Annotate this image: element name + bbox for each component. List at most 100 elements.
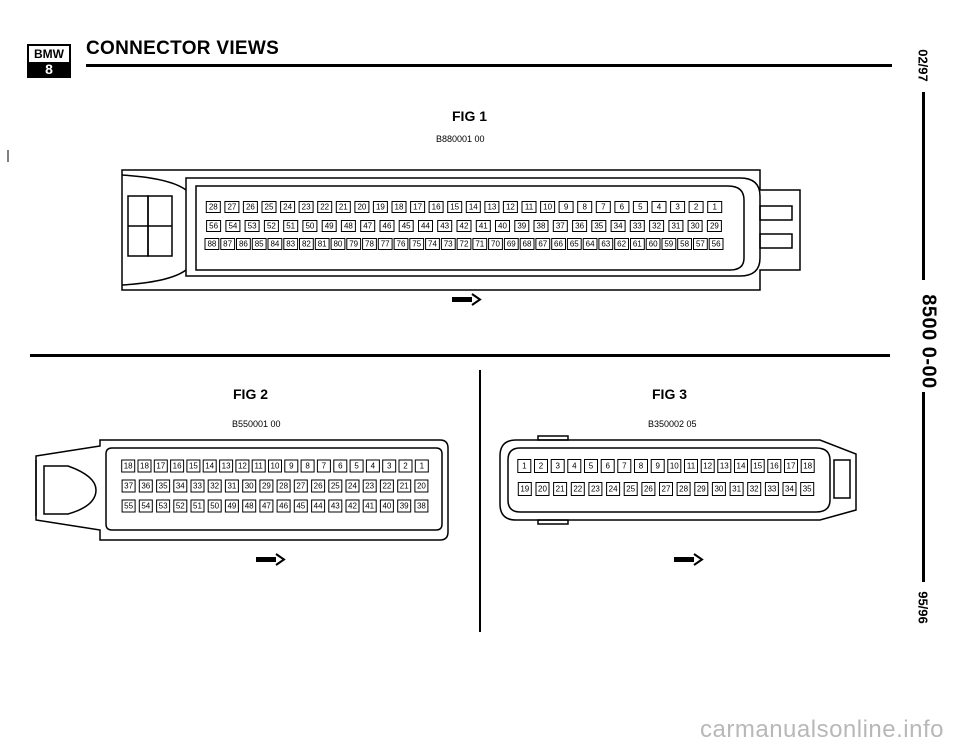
fig1-pin-85: 85 bbox=[251, 238, 267, 250]
pin-number: 14 bbox=[737, 462, 746, 471]
fig1-pin-58: 58 bbox=[677, 238, 693, 250]
fig3-pin-23: 23 bbox=[588, 482, 603, 496]
pin-number: 4 bbox=[657, 203, 662, 212]
fig3-pin-9: 9 bbox=[650, 459, 665, 473]
pin-socket bbox=[472, 238, 488, 250]
pin-number: 30 bbox=[714, 485, 723, 494]
fig1-connector bbox=[121, 169, 801, 291]
fig1-pin-60: 60 bbox=[645, 238, 661, 250]
fig2-pin-13: 13 bbox=[219, 459, 234, 473]
pin-socket bbox=[708, 238, 724, 250]
pin-number: 45 bbox=[402, 222, 411, 231]
pin-socket bbox=[577, 201, 593, 213]
pin-socket bbox=[362, 479, 377, 493]
fig2-pin-32: 32 bbox=[207, 479, 222, 493]
fig2-pin-20: 20 bbox=[414, 479, 429, 493]
pin-number: 15 bbox=[753, 462, 762, 471]
pin-socket bbox=[138, 499, 153, 513]
pin-socket bbox=[782, 482, 797, 496]
pin-socket bbox=[595, 201, 611, 213]
pin-socket bbox=[567, 459, 582, 473]
fig3-pin-15: 15 bbox=[750, 459, 765, 473]
pin-number: 14 bbox=[205, 462, 214, 471]
pin-number: 53 bbox=[159, 502, 168, 511]
fig2-pin-34: 34 bbox=[173, 479, 188, 493]
pin-socket bbox=[428, 201, 444, 213]
pin-socket bbox=[535, 482, 550, 496]
pin-socket bbox=[372, 201, 388, 213]
pin-number: 34 bbox=[614, 222, 623, 231]
pin-socket bbox=[224, 201, 240, 213]
pin-number: 11 bbox=[687, 462, 696, 471]
pin-number: 85 bbox=[255, 240, 264, 249]
fig2-pin-55: 55 bbox=[121, 499, 136, 513]
fig2-pin-28: 28 bbox=[276, 479, 291, 493]
pin-number: 1 bbox=[420, 462, 425, 471]
pin-socket bbox=[300, 459, 315, 473]
pin-number: 34 bbox=[785, 485, 794, 494]
pin-socket bbox=[747, 482, 762, 496]
pin-number: 46 bbox=[383, 222, 392, 231]
fig2-pin-27: 27 bbox=[293, 479, 308, 493]
pin-socket bbox=[224, 499, 239, 513]
pin-socket bbox=[317, 201, 333, 213]
pin-socket bbox=[382, 459, 397, 473]
pin-socket bbox=[550, 459, 565, 473]
pin-number: 18 bbox=[803, 462, 812, 471]
fig1-pin-76: 76 bbox=[393, 238, 409, 250]
fig1-pin-19: 19 bbox=[372, 201, 388, 213]
pin-socket bbox=[517, 482, 532, 496]
pin-number: 57 bbox=[696, 240, 705, 249]
pin-number: 35 bbox=[159, 482, 168, 491]
pin-socket bbox=[365, 459, 380, 473]
fig3-pin-21: 21 bbox=[553, 482, 568, 496]
fig1-pin-53: 53 bbox=[244, 220, 260, 232]
pin-socket bbox=[488, 238, 503, 250]
pin-socket bbox=[623, 482, 638, 496]
pin-socket bbox=[283, 238, 299, 250]
pin-socket bbox=[280, 201, 296, 213]
pin-number: 17 bbox=[156, 462, 165, 471]
pin-socket bbox=[729, 482, 744, 496]
pin-number: 45 bbox=[296, 502, 305, 511]
fig3-pin-10: 10 bbox=[667, 459, 682, 473]
pin-socket bbox=[261, 201, 277, 213]
fig1-pin-88: 88 bbox=[204, 238, 220, 250]
pin-number: 15 bbox=[189, 462, 198, 471]
pin-number: 25 bbox=[626, 485, 635, 494]
fig1-pin-28: 28 bbox=[205, 201, 221, 213]
pin-socket bbox=[242, 479, 257, 493]
pin-socket bbox=[391, 201, 407, 213]
pin-socket bbox=[284, 459, 299, 473]
fig1-pin-30: 30 bbox=[687, 220, 703, 232]
fig1-pin-1: 1 bbox=[707, 201, 723, 213]
fig2-pin-36: 36 bbox=[138, 479, 153, 493]
pin-number: 11 bbox=[255, 462, 264, 471]
pin-number: 32 bbox=[210, 482, 219, 491]
fig1-pin-9: 9 bbox=[558, 201, 574, 213]
pin-number: 56 bbox=[712, 240, 721, 249]
pin-number: 88 bbox=[207, 240, 216, 249]
pin-socket bbox=[236, 238, 251, 250]
pin-socket bbox=[377, 238, 393, 250]
pin-number: 76 bbox=[397, 240, 406, 249]
fig1-pin-35: 35 bbox=[591, 220, 607, 232]
pin-number: 33 bbox=[633, 222, 642, 231]
pin-number: 8 bbox=[305, 462, 310, 471]
fig1-pin-29: 29 bbox=[706, 220, 722, 232]
pin-socket bbox=[409, 238, 425, 250]
fig1-pin-57: 57 bbox=[693, 238, 708, 250]
pin-number: 7 bbox=[601, 203, 606, 212]
pin-number: 37 bbox=[556, 222, 565, 231]
pin-number: 62 bbox=[617, 240, 626, 249]
pin-socket bbox=[268, 459, 282, 473]
fig2-connector bbox=[35, 439, 449, 541]
pin-number: 20 bbox=[538, 485, 547, 494]
pin-number: 17 bbox=[787, 462, 796, 471]
pin-number: 70 bbox=[491, 240, 500, 249]
fig3-pin-7: 7 bbox=[617, 459, 632, 473]
fig2-pin-40: 40 bbox=[379, 499, 394, 513]
pin-socket bbox=[360, 220, 376, 232]
pin-number: 21 bbox=[556, 485, 565, 494]
fig1-pin-22: 22 bbox=[317, 201, 333, 213]
